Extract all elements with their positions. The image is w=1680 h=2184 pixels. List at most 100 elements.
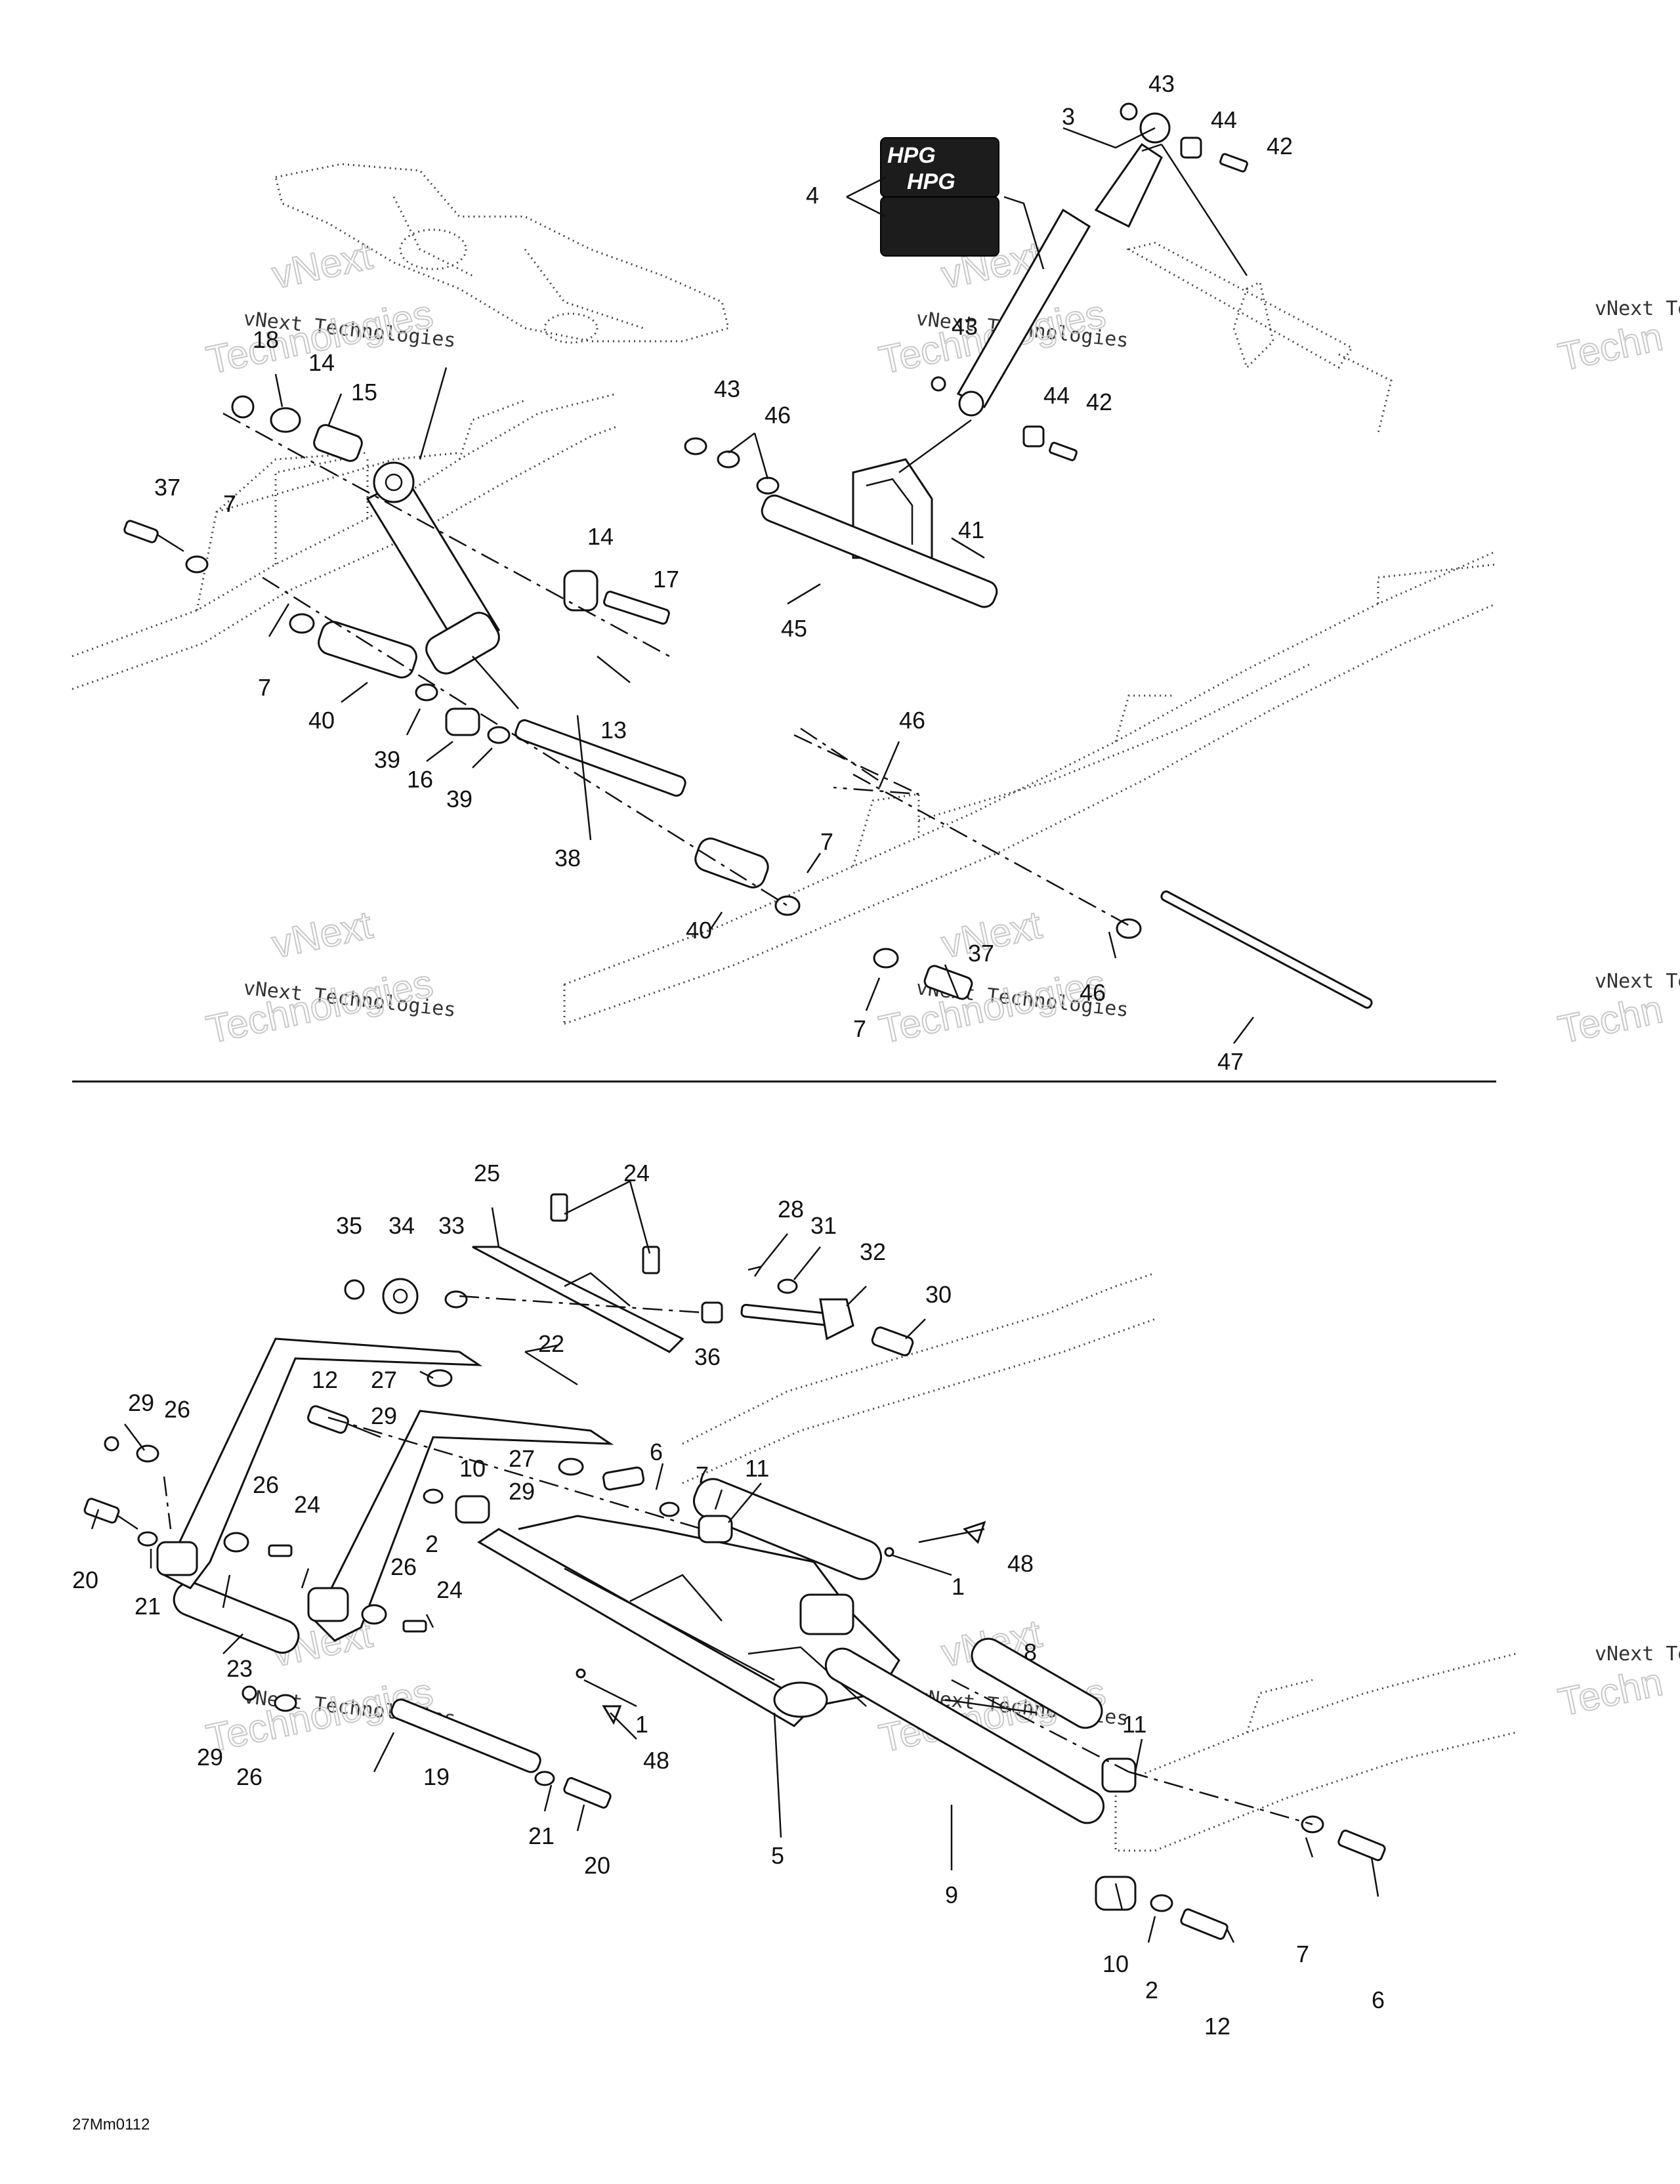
callout-26: 26 bbox=[253, 1471, 279, 1498]
callout-19: 19 bbox=[423, 1763, 450, 1790]
callout-29: 29 bbox=[128, 1389, 154, 1416]
rear-shock-absorber bbox=[366, 367, 501, 675]
callout-44: 44 bbox=[1043, 382, 1070, 409]
upper-cross-shaft bbox=[1125, 242, 1393, 434]
svg-text:Techn: Techn bbox=[1555, 987, 1667, 1052]
svg-text:Technologies: Technologies bbox=[203, 961, 437, 1051]
callout-40: 40 bbox=[686, 917, 712, 944]
callout-1: 1 bbox=[635, 1711, 648, 1738]
front-swing-arm bbox=[477, 1478, 900, 1727]
callouts-bottom: 25 24 28 31 32 30 35 34 33 36 2 2 12 27 2… bbox=[72, 1160, 1385, 2040]
callout-20: 20 bbox=[584, 1852, 610, 1879]
callout-7: 7 bbox=[853, 1015, 866, 1042]
callout-1: 1 bbox=[952, 1573, 965, 1600]
right-rail-frame bbox=[563, 550, 1497, 1025]
callout-43: 43 bbox=[1148, 70, 1175, 97]
callout-29: 29 bbox=[371, 1402, 397, 1429]
callout-23: 23 bbox=[226, 1655, 253, 1682]
callout-29: 29 bbox=[509, 1478, 535, 1505]
callout-43: 43 bbox=[952, 313, 978, 340]
callout-21: 21 bbox=[135, 1593, 161, 1620]
decal-hpg: HPG HPG bbox=[880, 137, 1045, 270]
callout-44: 44 bbox=[1211, 106, 1237, 133]
callout-7: 7 bbox=[258, 674, 271, 701]
upper-shock-and-bracket bbox=[684, 102, 1248, 608]
callout-7: 7 bbox=[696, 1461, 709, 1488]
callout-21: 21 bbox=[528, 1822, 555, 1849]
callout-26: 26 bbox=[236, 1763, 262, 1790]
callout-40: 40 bbox=[308, 707, 335, 734]
callout-28: 28 bbox=[778, 1196, 804, 1223]
svg-text:vNext: vNext bbox=[268, 902, 376, 966]
watermark-edge-right: vNext Te Techn vNext Te Techn vNext Te T… bbox=[1554, 297, 1680, 1725]
svg-text:Techn: Techn bbox=[1555, 1660, 1667, 1725]
svg-text:vNext Te: vNext Te bbox=[1595, 1643, 1680, 1666]
callout-26: 26 bbox=[164, 1396, 190, 1423]
svg-text:vNext Te: vNext Te bbox=[1595, 970, 1680, 993]
svg-text:Technologies: Technologies bbox=[875, 961, 1110, 1051]
callout-16: 16 bbox=[407, 766, 433, 793]
callout-26: 26 bbox=[390, 1553, 417, 1580]
figure-code: 27Mm0112 bbox=[72, 2116, 150, 2133]
callout-14: 14 bbox=[308, 349, 335, 376]
callout-41: 41 bbox=[958, 516, 984, 543]
callout-2: 2 bbox=[425, 1530, 438, 1557]
callout-45: 45 bbox=[781, 615, 807, 642]
callouts-top: 43 3 44 42 4 43 44 42 43 46 41 45 18 14 … bbox=[154, 70, 1293, 1075]
svg-text:HPG: HPG bbox=[887, 143, 936, 168]
callout-10: 10 bbox=[1102, 1950, 1129, 1977]
callout-47: 47 bbox=[1217, 1048, 1244, 1075]
callout-6: 6 bbox=[650, 1438, 663, 1465]
callout-25: 25 bbox=[474, 1160, 500, 1186]
callout-10: 10 bbox=[459, 1455, 486, 1482]
callout-14: 14 bbox=[587, 523, 614, 550]
callout-2: 2 bbox=[1145, 1977, 1158, 2004]
left-shock-hardware bbox=[123, 395, 801, 916]
callout-46: 46 bbox=[765, 402, 791, 429]
callout-24: 24 bbox=[436, 1576, 463, 1603]
callout-36: 36 bbox=[694, 1343, 721, 1370]
callout-33: 33 bbox=[438, 1212, 465, 1239]
callout-35: 35 bbox=[336, 1212, 362, 1239]
callout-24: 24 bbox=[294, 1491, 320, 1518]
long-axle bbox=[793, 727, 1373, 1009]
callout-32: 32 bbox=[860, 1238, 886, 1265]
callout-15: 15 bbox=[351, 379, 377, 406]
callout-12: 12 bbox=[1204, 2013, 1230, 2040]
callout-5: 5 bbox=[771, 1842, 784, 1869]
callout-48: 48 bbox=[643, 1747, 669, 1774]
callout-24: 24 bbox=[623, 1160, 650, 1186]
callout-20: 20 bbox=[72, 1566, 98, 1593]
upper-swing-arm bbox=[274, 163, 730, 344]
top-assembly: HPG HPG bbox=[72, 102, 1497, 1025]
callout-6: 6 bbox=[1372, 1986, 1385, 2013]
callout-7: 7 bbox=[1296, 1941, 1309, 1967]
callout-39: 39 bbox=[374, 746, 400, 773]
callout-7: 7 bbox=[223, 490, 236, 517]
svg-text:HPG: HPG bbox=[907, 169, 956, 194]
callout-17: 17 bbox=[653, 566, 679, 593]
callout-42: 42 bbox=[1267, 133, 1293, 159]
svg-text:Techn: Techn bbox=[1555, 314, 1667, 379]
callout-46: 46 bbox=[1080, 979, 1106, 1006]
callout-42: 42 bbox=[1086, 388, 1112, 415]
callout-30: 30 bbox=[925, 1281, 952, 1308]
watermarks: vNext vNext Technologies Technologies vN… bbox=[202, 232, 1680, 1761]
watermark-mid-left: vNext vNext Technologies Technologies bbox=[202, 902, 457, 1052]
callout-31: 31 bbox=[810, 1212, 837, 1239]
callout-48: 48 bbox=[1007, 1550, 1034, 1577]
callout-37: 37 bbox=[154, 474, 180, 501]
callout-11: 11 bbox=[1122, 1711, 1146, 1738]
callout-27: 27 bbox=[509, 1445, 535, 1472]
watermark-mid-center: vNext vNext Technologies Technologies bbox=[875, 902, 1129, 1052]
callout-13: 13 bbox=[600, 717, 627, 744]
callout-46: 46 bbox=[899, 707, 925, 734]
callout-37: 37 bbox=[968, 940, 994, 967]
callout-29: 29 bbox=[197, 1744, 223, 1771]
callout-9: 9 bbox=[945, 1881, 958, 1908]
callout-8: 8 bbox=[1024, 1639, 1037, 1666]
callout-34: 34 bbox=[388, 1212, 415, 1239]
leader-lines bbox=[91, 127, 1379, 1943]
adjuster-assembly bbox=[344, 1193, 914, 1356]
